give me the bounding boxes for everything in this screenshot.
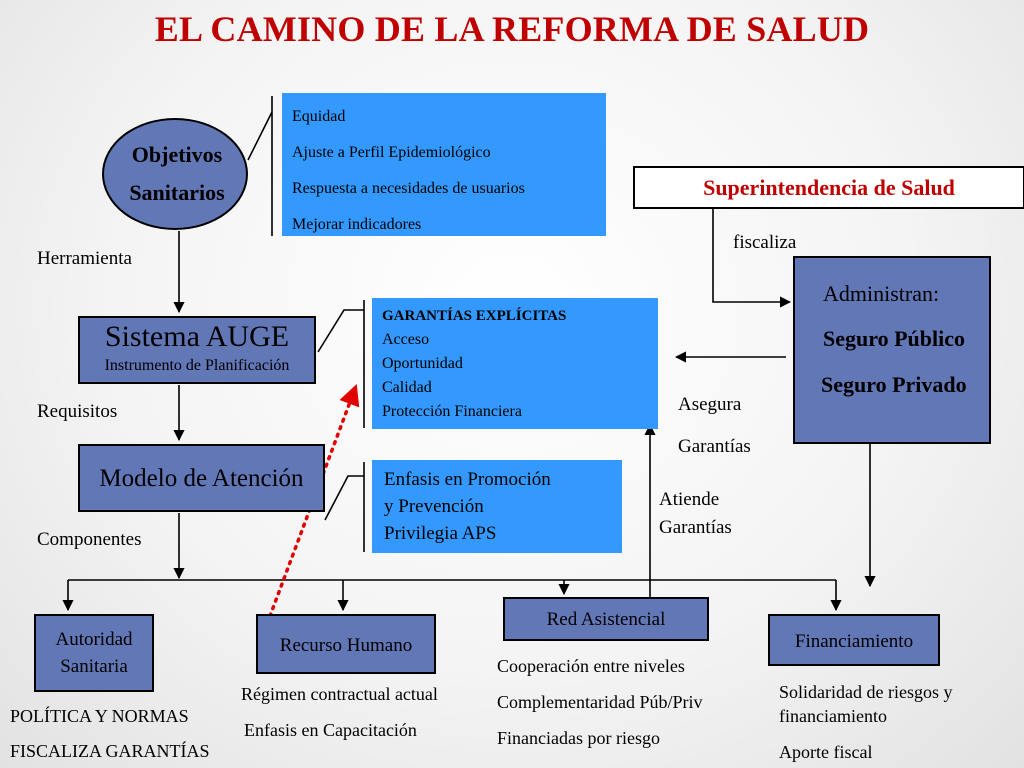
enfasis-item: Privilegia APS — [384, 523, 497, 544]
atiende-label: Atiende Garantías — [659, 486, 732, 542]
garantias-item: Protección Financiera — [382, 403, 522, 420]
objetivos-item: Respuesta a necesidades de usuarios — [292, 180, 525, 197]
enfasis-item: y Prevención — [384, 496, 484, 517]
garantias-box: GARANTÍAS EXPLÍCITAS Acceso Oportunidad … — [372, 298, 658, 429]
autoridad-line1: Autoridad — [55, 629, 133, 650]
enfasis-box: Enfasis en Promoción y Prevención Privil… — [372, 460, 622, 553]
enfasis-item: Enfasis en Promoción — [384, 469, 551, 490]
fin-note: financiamiento — [779, 706, 887, 726]
autoridad-note: FISCALIZA GARANTÍAS — [10, 741, 210, 761]
componentes-label: Componentes — [37, 529, 142, 550]
fiscaliza-label: fiscaliza — [733, 232, 797, 253]
administran-label: Administran: — [823, 281, 940, 306]
red-note: Cooperación entre niveles — [497, 656, 685, 676]
recurso-note: Régimen contractual actual — [241, 684, 438, 704]
seguro-publico: Seguro Público — [823, 326, 966, 351]
garantias-header: GARANTÍAS EXPLÍCITAS — [382, 308, 567, 324]
seguro-privado: Seguro Privado — [821, 372, 967, 397]
enfasis-connector — [324, 475, 364, 521]
superintendencia-box: Superintendencia de Salud — [633, 166, 1024, 209]
administran-box: Administran: Seguro Público Seguro Priva… — [793, 256, 991, 444]
fin-note: Solidaridad de riesgos y — [779, 682, 953, 702]
garantias-item: Acceso — [382, 331, 430, 348]
recurso-note: Enfasis en Capacitación — [244, 720, 417, 740]
requisitos-label: Requisitos — [37, 401, 118, 422]
recurso-humano-box: Recurso Humano — [256, 614, 436, 674]
garantias-connector — [317, 309, 364, 353]
atiende-line2: Garantías — [659, 517, 732, 538]
garantias-item: Calidad — [382, 379, 432, 396]
auge-title: Sistema AUGE — [104, 320, 290, 353]
red-note: Financiadas por riesgo — [497, 728, 660, 748]
asegura-line2: Garantías — [678, 436, 751, 457]
objetivos-item: Ajuste a Perfil Epidemiológico — [292, 144, 491, 161]
objetivos-line1: Objetivos — [131, 142, 223, 167]
objetivos-line2: Sanitarios — [129, 180, 225, 205]
arrow-super-admin — [712, 209, 792, 308]
objetivos-item: Equidad — [292, 108, 346, 125]
objetivos-sanitarios-ellipse: Objetivos Sanitarios — [102, 118, 248, 230]
autoridad-note: POLÍTICA Y NORMAS — [10, 706, 189, 726]
atiende-line1: Atiende — [659, 489, 720, 510]
red-asistencial-box: Red Asistencial — [503, 597, 709, 641]
fin-note: Aporte fiscal — [779, 742, 873, 762]
autoridad-line2: Sanitaria — [60, 656, 128, 677]
objetivos-list-box: Equidad Ajuste a Perfil Epidemiológico R… — [282, 93, 606, 236]
objetivos-connector — [247, 111, 273, 161]
asegura-line1: Asegura — [678, 394, 742, 415]
financiamiento-box: Financiamiento — [768, 614, 940, 666]
objetivos-item: Mejorar indicadores — [292, 216, 422, 233]
page-title: EL CAMINO DE LA REFORMA DE SALUD — [154, 9, 870, 49]
modelo-atencion-box: Modelo de Atención — [78, 444, 325, 512]
garantias-item: Oportunidad — [382, 355, 463, 372]
sistema-auge-box: Sistema AUGE Instrumento de Planificació… — [78, 316, 316, 384]
auge-subtitle: Instrumento de Planificación — [104, 357, 290, 374]
herramienta-label: Herramienta — [37, 248, 132, 269]
autoridad-sanitaria-box: Autoridad Sanitaria — [34, 614, 154, 692]
asegura-label: Asegura Garantías — [678, 384, 751, 468]
red-note: Complementaridad Púb/Priv — [497, 692, 703, 712]
